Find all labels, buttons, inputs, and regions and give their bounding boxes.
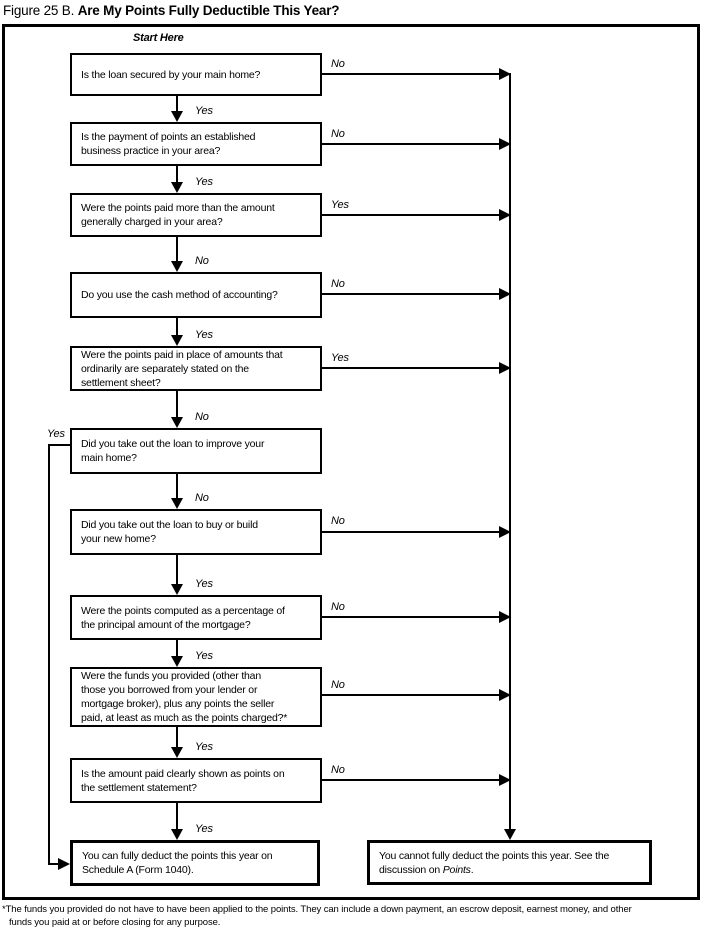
arrow-q4-down-line bbox=[176, 318, 178, 335]
decision-box-q5: Were the points paid in place of amounts… bbox=[70, 346, 322, 391]
arrowhead-q2-right bbox=[499, 138, 511, 150]
outcome-box-not-deductible: You cannot fully deduct the points this … bbox=[367, 840, 652, 885]
decision-box-q2: Is the payment of points an established … bbox=[70, 122, 322, 166]
arrowhead-q1-down bbox=[171, 111, 183, 122]
decision-box-q6: Did you take out the loan to improve you… bbox=[70, 428, 322, 474]
q2-right-label: No bbox=[331, 128, 345, 140]
q10-right-label: No bbox=[331, 764, 345, 776]
decision-box-q4: Do you use the cash method of accounting… bbox=[70, 272, 322, 318]
decision-box-q7: Did you take out the loan to buy or buil… bbox=[70, 509, 322, 555]
q5-right-label: Yes bbox=[331, 352, 349, 364]
arrowhead-q8-down bbox=[171, 656, 183, 667]
arrowhead-q2-down bbox=[171, 182, 183, 193]
flowchart-border bbox=[2, 24, 700, 900]
arrowhead-q4-down bbox=[171, 335, 183, 346]
decision-text-q1: Is the loan secured by your main home? bbox=[81, 68, 261, 81]
q7-right-label: No bbox=[331, 515, 345, 527]
footnote: *The funds you provided do not have to h… bbox=[2, 903, 632, 929]
arrowhead-q5-right bbox=[499, 362, 511, 374]
arrowhead-q10-down bbox=[171, 829, 183, 840]
arrow-q3-right-line bbox=[322, 214, 500, 216]
q7-down-label: Yes bbox=[195, 578, 213, 590]
arrow-q1-right-line bbox=[322, 73, 500, 75]
figure-title: Figure 25 B. Are My Points Fully Deducti… bbox=[3, 3, 340, 18]
arrow-q9-right-line bbox=[322, 694, 500, 696]
arrow-q4-right-line bbox=[322, 293, 500, 295]
decision-box-q3: Were the points paid more than the amoun… bbox=[70, 193, 322, 237]
q2-down-label: Yes bbox=[195, 176, 213, 188]
arrow-q10-right-line bbox=[322, 779, 500, 781]
decision-text-q5: Were the points paid in place of amounts… bbox=[81, 348, 283, 389]
q3-down-label: No bbox=[195, 255, 209, 267]
arrow-q6-down-line bbox=[176, 474, 178, 498]
arrowhead-q6-down bbox=[171, 498, 183, 509]
decision-text-q9: Were the funds you provided (other than … bbox=[81, 670, 288, 724]
arrow-q5-right-line bbox=[322, 367, 500, 369]
collector-line bbox=[509, 73, 511, 829]
arrow-q9-down-line bbox=[176, 727, 178, 747]
q1-down-label: Yes bbox=[195, 105, 213, 117]
q9-right-label: No bbox=[331, 679, 345, 691]
arrow-q5-down-line bbox=[176, 391, 178, 417]
arrow-q7-down-line bbox=[176, 555, 178, 584]
q6-left-bottom-line bbox=[49, 863, 60, 865]
decision-box-q9: Were the funds you provided (other than … bbox=[70, 667, 322, 727]
q6-left-vertical-line bbox=[48, 444, 50, 865]
q8-down-label: Yes bbox=[195, 650, 213, 662]
outcome-text-not-deductible: You cannot fully deduct the points this … bbox=[370, 849, 611, 877]
decision-text-q3: Were the points paid more than the amoun… bbox=[81, 202, 275, 228]
q6-down-label: No bbox=[195, 492, 209, 504]
figure-number: Figure 25 B. bbox=[3, 3, 75, 18]
arrowhead-q9-down bbox=[171, 747, 183, 758]
arrowhead-q7-down bbox=[171, 584, 183, 595]
arrowhead-q5-down bbox=[171, 417, 183, 428]
arrowhead-q3-right bbox=[499, 209, 511, 221]
arrow-q8-down-line bbox=[176, 640, 178, 656]
footnote-line-2: funds you paid at or before closing for … bbox=[9, 917, 221, 928]
arrowhead-q10-right bbox=[499, 774, 511, 786]
q8-right-label: No bbox=[331, 601, 345, 613]
arrow-q7-right-line bbox=[322, 531, 500, 533]
arrow-q2-down-line bbox=[176, 166, 178, 182]
arrowhead-collector-down bbox=[504, 829, 516, 840]
arrowhead-q9-right bbox=[499, 689, 511, 701]
decision-text-q2: Is the payment of points an established … bbox=[81, 131, 256, 157]
arrow-q2-right-line bbox=[322, 143, 500, 145]
not-deductible-text-end: . bbox=[470, 863, 474, 876]
start-here-label: Start Here bbox=[133, 32, 184, 44]
arrow-q6-left-line bbox=[50, 444, 70, 446]
arrowhead-q3-down bbox=[171, 261, 183, 272]
q4-down-label: Yes bbox=[195, 329, 213, 341]
arrowhead-q8-right bbox=[499, 611, 511, 623]
q1-right-label: No bbox=[331, 58, 345, 70]
decision-text-q8: Were the points computed as a percentage… bbox=[81, 604, 285, 631]
arrowhead-q1-right bbox=[499, 68, 511, 80]
arrow-q1-down-line bbox=[176, 96, 178, 111]
outcome-text-deductible: You can fully deduct the points this yea… bbox=[82, 850, 273, 876]
decision-text-q6: Did you take out the loan to improve you… bbox=[81, 438, 265, 464]
arrow-q3-down-line bbox=[176, 237, 178, 261]
outcome-box-deductible: You can fully deduct the points this yea… bbox=[70, 840, 320, 886]
q10-down-label: Yes bbox=[195, 823, 213, 835]
decision-text-q7: Did you take out the loan to buy or buil… bbox=[81, 519, 258, 545]
q3-right-label: Yes bbox=[331, 199, 349, 211]
arrowhead-q6-left bbox=[58, 858, 70, 870]
decision-text-q10: Is the amount paid clearly shown as poin… bbox=[81, 767, 285, 794]
footnote-line-1: *The funds you provided do not have to h… bbox=[2, 904, 632, 915]
not-deductible-text-start: You cannot fully deduct the points this … bbox=[379, 849, 610, 876]
points-reference: Points bbox=[442, 863, 471, 876]
arrowhead-q4-right bbox=[499, 288, 511, 300]
arrow-q8-right-line bbox=[322, 616, 500, 618]
q4-right-label: No bbox=[331, 278, 345, 290]
q6-left-label: Yes bbox=[47, 428, 65, 440]
decision-box-q8: Were the points computed as a percentage… bbox=[70, 595, 322, 640]
q5-down-label: No bbox=[195, 411, 209, 423]
decision-box-q1: Is the loan secured by your main home? bbox=[70, 53, 322, 96]
decision-text-q4: Do you use the cash method of accounting… bbox=[81, 289, 278, 301]
figure-title-text: Are My Points Fully Deductible This Year… bbox=[77, 3, 340, 18]
decision-box-q10: Is the amount paid clearly shown as poin… bbox=[70, 758, 322, 803]
arrowhead-q7-right bbox=[499, 526, 511, 538]
q9-down-label: Yes bbox=[195, 741, 213, 753]
arrow-q10-down-line bbox=[176, 803, 178, 829]
